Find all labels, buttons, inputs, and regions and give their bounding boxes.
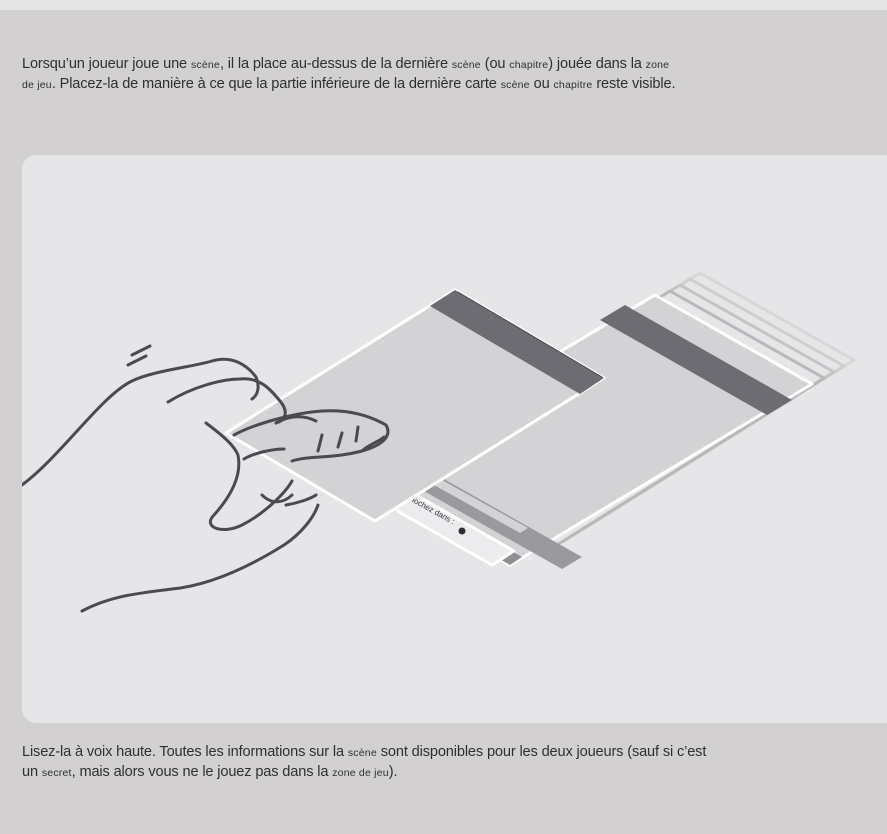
intro-text: ) jouée dans la xyxy=(548,56,645,72)
intro-text: ou xyxy=(530,76,554,92)
intro-line-1: Lorsqu’un joueur joue une scène, il la p… xyxy=(22,55,887,75)
outro-line-2: un secret, mais alors vous ne le jouez p… xyxy=(22,763,887,783)
term-de-jeu: de jeu xyxy=(22,79,52,91)
intro-line-2: de jeu. Placez-la de manière à ce que la… xyxy=(22,75,887,95)
term-zone: zone xyxy=(646,59,670,71)
term-scene: scène xyxy=(501,79,530,91)
term-secret: secret xyxy=(42,767,72,779)
term-scene: scène xyxy=(348,747,377,759)
outro-text: , mais alors vous ne le jouez pas dans l… xyxy=(72,764,333,780)
outro-line-1: Lisez-la à voix haute. Toutes les inform… xyxy=(22,743,887,763)
outro-paragraph: Lisez-la à voix haute. Toutes les inform… xyxy=(22,743,887,783)
top-band xyxy=(0,0,887,10)
intro-text: Lorsqu’un joueur joue une xyxy=(22,56,191,72)
illustration-panel: Piochez dans : xyxy=(22,155,887,723)
draw-dot-icon xyxy=(459,528,466,535)
term-scene: scène xyxy=(452,59,481,71)
intro-text: (ou xyxy=(481,56,509,72)
outro-text: sont disponibles pour les deux joueurs (… xyxy=(377,744,706,760)
outro-text: ). xyxy=(389,764,398,780)
card-placement-illustration: Piochez dans : xyxy=(22,155,887,723)
term-chapitre: chapitre xyxy=(509,59,548,71)
outro-text: un xyxy=(22,764,42,780)
term-zone-de-jeu: zone de jeu xyxy=(332,767,389,779)
intro-paragraph: Lorsqu’un joueur joue une scène, il la p… xyxy=(22,55,887,95)
term-scene: scène xyxy=(191,59,220,71)
term-chapitre: chapitre xyxy=(553,79,592,91)
intro-text: reste visible. xyxy=(592,76,675,92)
intro-text: , il la place au-dessus de la dernière xyxy=(220,56,452,72)
outro-text: Lisez-la à voix haute. Toutes les inform… xyxy=(22,744,348,760)
intro-text: . Placez-la de manière à ce que la parti… xyxy=(52,76,501,92)
